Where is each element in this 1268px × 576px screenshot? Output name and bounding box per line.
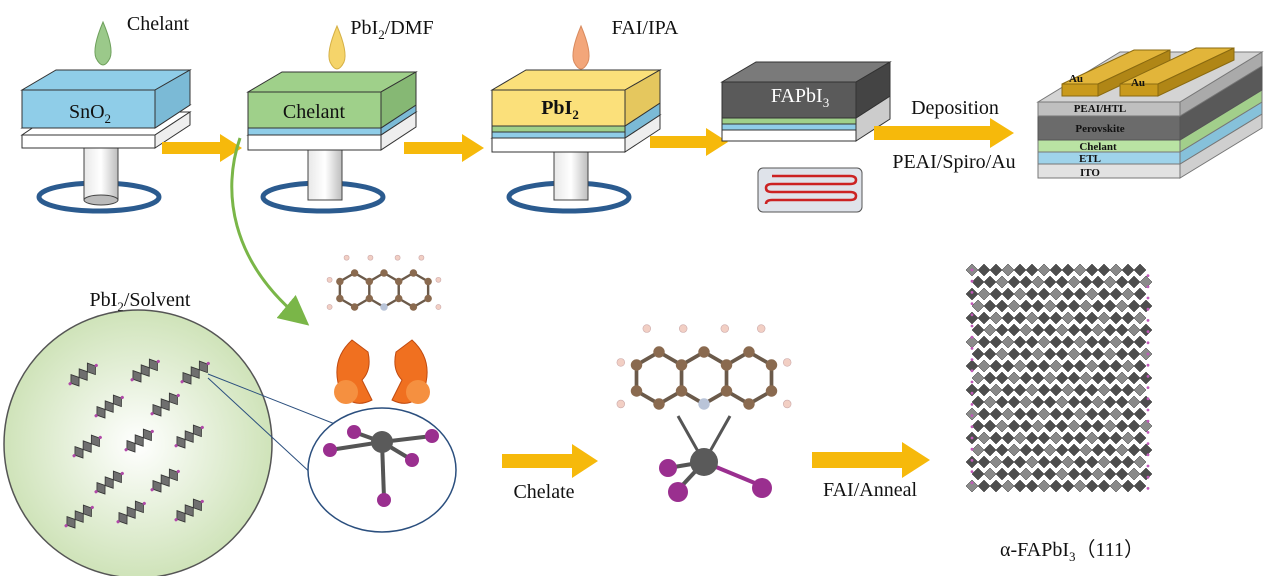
- step-pbi2: PbI2 FAI/IPA: [490, 17, 679, 214]
- process-arrow-icon: [502, 444, 598, 478]
- step-fapbi3: FAPbI3: [720, 61, 892, 213]
- pbi-complex-icon: [323, 425, 439, 507]
- chelate-complex-icon: [616, 324, 792, 502]
- chelate-label: Chelate: [513, 481, 574, 503]
- device-stack: Au Au PEAI/HTL Perovskite Chelant ETL IT…: [1036, 47, 1264, 179]
- layer-label: Chelant: [283, 101, 346, 123]
- fapbi3-lattice-icon: [965, 263, 1153, 493]
- pbi2-cluster-icon: [124, 428, 154, 453]
- spin-chuck-icon: [83, 147, 119, 201]
- pbi2-cluster-icon: [68, 362, 98, 387]
- droplet-icon: [572, 24, 590, 70]
- pbi2-cluster-icon: [94, 470, 124, 495]
- layer-label: SnO2: [69, 101, 111, 126]
- pbi2-cluster-icon: [150, 468, 180, 493]
- droplet-icon: [328, 24, 346, 70]
- gold-electrode: [1119, 47, 1235, 97]
- drop-label: FAI/IPA: [612, 17, 679, 39]
- layer-label: ITO: [1080, 167, 1100, 179]
- electrode-label: Au: [1069, 73, 1083, 85]
- step-chelant: Chelant PbI2/DMF: [246, 17, 434, 214]
- process-arrow-icon: [650, 128, 728, 156]
- product-label: α-FAPbI3（111）: [1000, 538, 1144, 564]
- pbi2-cluster-icon: [94, 394, 124, 419]
- anneal-label: FAI/Anneal: [823, 479, 917, 501]
- process-arrow-icon: [874, 118, 1014, 148]
- droplet-icon: [94, 20, 112, 66]
- process-arrow-icon: [162, 134, 242, 162]
- solvent-label: PbI2/Solvent: [90, 289, 191, 314]
- layer-label: Perovskite: [1075, 123, 1124, 135]
- gold-electrode: [1061, 49, 1171, 97]
- layer-label: FAPbI3: [771, 85, 829, 110]
- pbi2-cluster-icon: [116, 500, 146, 525]
- process-arrow-icon: [812, 442, 930, 478]
- pbi2-cluster-icon: [72, 434, 102, 459]
- step-sno2: SnO2 Chelant: [20, 13, 192, 214]
- spin-chuck-icon: [553, 147, 589, 201]
- process-arrow-icon: [404, 134, 484, 162]
- hotplate-icon: [757, 167, 863, 213]
- electrode-label: Au: [1131, 77, 1145, 89]
- layer-label: PbI2: [541, 97, 579, 122]
- pbi2-cluster-icon: [174, 424, 204, 449]
- pbi2-solvent-panel: PbI2/Solvent: [3, 289, 457, 576]
- pbi2-cluster-icon: [174, 498, 204, 523]
- pbi2-clusters: [64, 358, 210, 529]
- pbi2-cluster-icon: [130, 358, 160, 383]
- layer-label: Chelant: [1079, 141, 1117, 153]
- chelant-molecule-icon: [326, 254, 442, 404]
- drop-label: PbI2/DMF: [350, 17, 433, 42]
- deposition-label: Deposition: [911, 97, 999, 119]
- layer-label: PEAI/HTL: [1074, 103, 1127, 115]
- pbi2-cluster-icon: [180, 360, 210, 385]
- drop-label: Chelant: [127, 13, 190, 35]
- deposition-materials-label: PEAI/Spiro/Au: [892, 151, 1015, 173]
- pbi2-cluster-icon: [64, 504, 94, 529]
- green-arrow-icon: [230, 137, 310, 326]
- deposition-step: Deposition PEAI/Spiro/Au: [874, 97, 1016, 173]
- layer-label: ETL: [1079, 153, 1101, 165]
- pbi2-cluster-icon: [150, 392, 180, 417]
- chelate-step: Chelate: [502, 444, 598, 503]
- anneal-step: FAI/Anneal: [812, 442, 930, 501]
- spin-chuck-icon: [307, 147, 343, 201]
